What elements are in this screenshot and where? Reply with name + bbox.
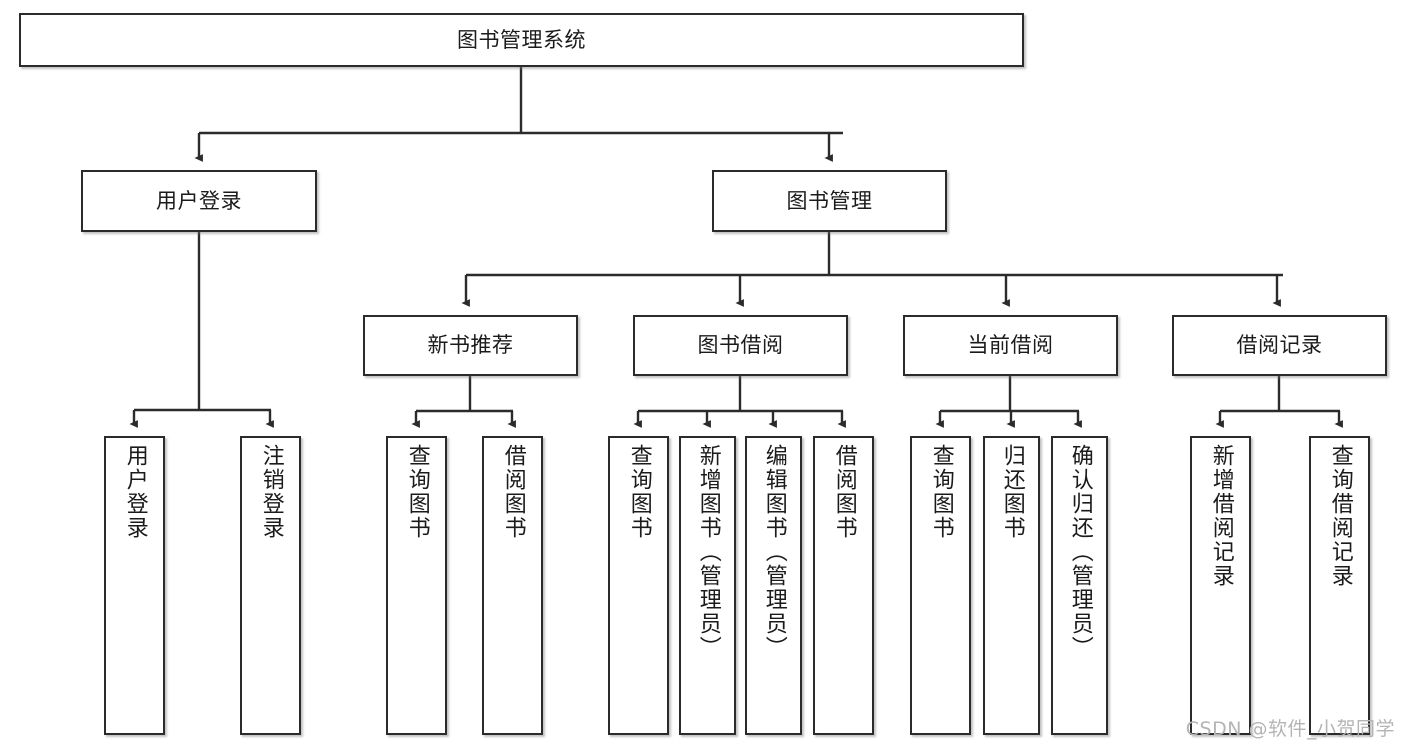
node-current-borrow[interactable]: 当前借阅 — [903, 315, 1118, 376]
node-book-borrow[interactable]: 图书借阅 — [633, 315, 848, 376]
node-leaf-query-book-3[interactable]: 查询图书 — [910, 436, 971, 735]
node-user-login[interactable]: 用户登录 — [81, 170, 317, 232]
node-leaf-query-book-3-label: 查询图书 — [928, 444, 954, 540]
node-root[interactable]: 图书管理系统 — [19, 13, 1024, 67]
node-borrow-record-label: 借阅记录 — [1236, 333, 1323, 358]
node-book-manage-label: 图书管理 — [786, 188, 873, 213]
node-borrow-record[interactable]: 借阅记录 — [1172, 315, 1387, 376]
node-leaf-add-book-label: 新增图书（管理员） — [695, 444, 721, 660]
node-leaf-query-book-2[interactable]: 查询图书 — [608, 436, 669, 735]
node-leaf-add-record-label: 新增借阅记录 — [1208, 444, 1234, 588]
node-leaf-edit-book-label: 编辑图书（管理员） — [761, 444, 787, 660]
node-leaf-add-book[interactable]: 新增图书（管理员） — [679, 436, 736, 735]
node-leaf-logout-login-label: 注销登录 — [258, 444, 284, 540]
node-leaf-return-book-label: 归还图书 — [999, 444, 1025, 540]
node-book-borrow-label: 图书借阅 — [697, 333, 784, 358]
node-leaf-user-login[interactable]: 用户登录 — [104, 436, 165, 735]
node-leaf-borrow-book-1-label: 借阅图书 — [500, 444, 526, 540]
node-leaf-query-book-2-label: 查询图书 — [626, 444, 652, 540]
node-leaf-borrow-book-1[interactable]: 借阅图书 — [482, 436, 543, 735]
node-leaf-query-book-1[interactable]: 查询图书 — [386, 436, 447, 735]
node-leaf-add-record[interactable]: 新增借阅记录 — [1190, 436, 1251, 735]
node-leaf-query-record-label: 查询借阅记录 — [1327, 444, 1353, 588]
node-leaf-user-login-label: 用户登录 — [122, 444, 148, 540]
node-leaf-query-book-1-label: 查询图书 — [404, 444, 430, 540]
node-leaf-query-record[interactable]: 查询借阅记录 — [1309, 436, 1370, 735]
node-book-manage[interactable]: 图书管理 — [712, 170, 947, 232]
node-root-label: 图书管理系统 — [457, 27, 586, 52]
node-leaf-borrow-book-2-label: 借阅图书 — [831, 444, 857, 540]
node-user-login-label: 用户登录 — [156, 188, 242, 213]
node-new-book-recommend-label: 新书推荐 — [427, 333, 514, 358]
node-current-borrow-label: 当前借阅 — [967, 333, 1054, 358]
node-leaf-confirm-return[interactable]: 确认归还（管理员） — [1051, 436, 1108, 735]
node-leaf-edit-book[interactable]: 编辑图书（管理员） — [745, 436, 802, 735]
node-new-book-recommend[interactable]: 新书推荐 — [363, 315, 578, 376]
node-leaf-borrow-book-2[interactable]: 借阅图书 — [813, 436, 874, 735]
watermark-text: CSDN @软件_小贺同学 — [1185, 718, 1395, 740]
node-leaf-logout-login[interactable]: 注销登录 — [240, 436, 301, 735]
node-leaf-confirm-return-label: 确认归还（管理员） — [1067, 444, 1093, 660]
node-leaf-return-book[interactable]: 归还图书 — [983, 436, 1040, 735]
